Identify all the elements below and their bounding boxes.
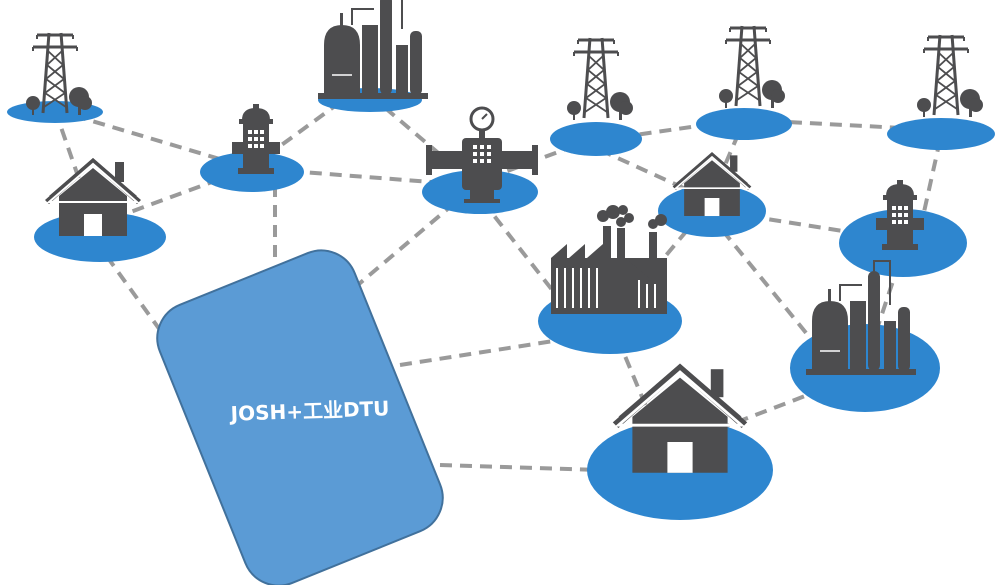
node-house-3 [587, 362, 773, 520]
power-tower-icon [565, 36, 635, 122]
node-hydrant-1 [200, 104, 304, 192]
refinery-icon [805, 260, 917, 376]
node-refinery-1 [317, 0, 429, 112]
factory-icon [550, 204, 668, 315]
power-tower-icon [24, 31, 94, 117]
node-tower-1 [7, 31, 103, 123]
node-factory-1 [538, 204, 682, 354]
node-house-1 [34, 157, 166, 262]
house-icon [671, 151, 753, 217]
node-valve-1 [422, 106, 540, 214]
refinery-icon [317, 0, 429, 100]
node-refinery-2 [790, 260, 940, 412]
power-tower-icon [717, 24, 787, 110]
node-tower-2 [550, 36, 642, 156]
node-tower-4 [887, 33, 995, 150]
power-tower-icon [915, 33, 985, 119]
node-house-2 [658, 151, 766, 237]
node-tower-3 [696, 24, 792, 140]
house-icon [44, 157, 142, 237]
node-hydrant-2 [839, 180, 967, 277]
dtu-device [156, 249, 444, 585]
